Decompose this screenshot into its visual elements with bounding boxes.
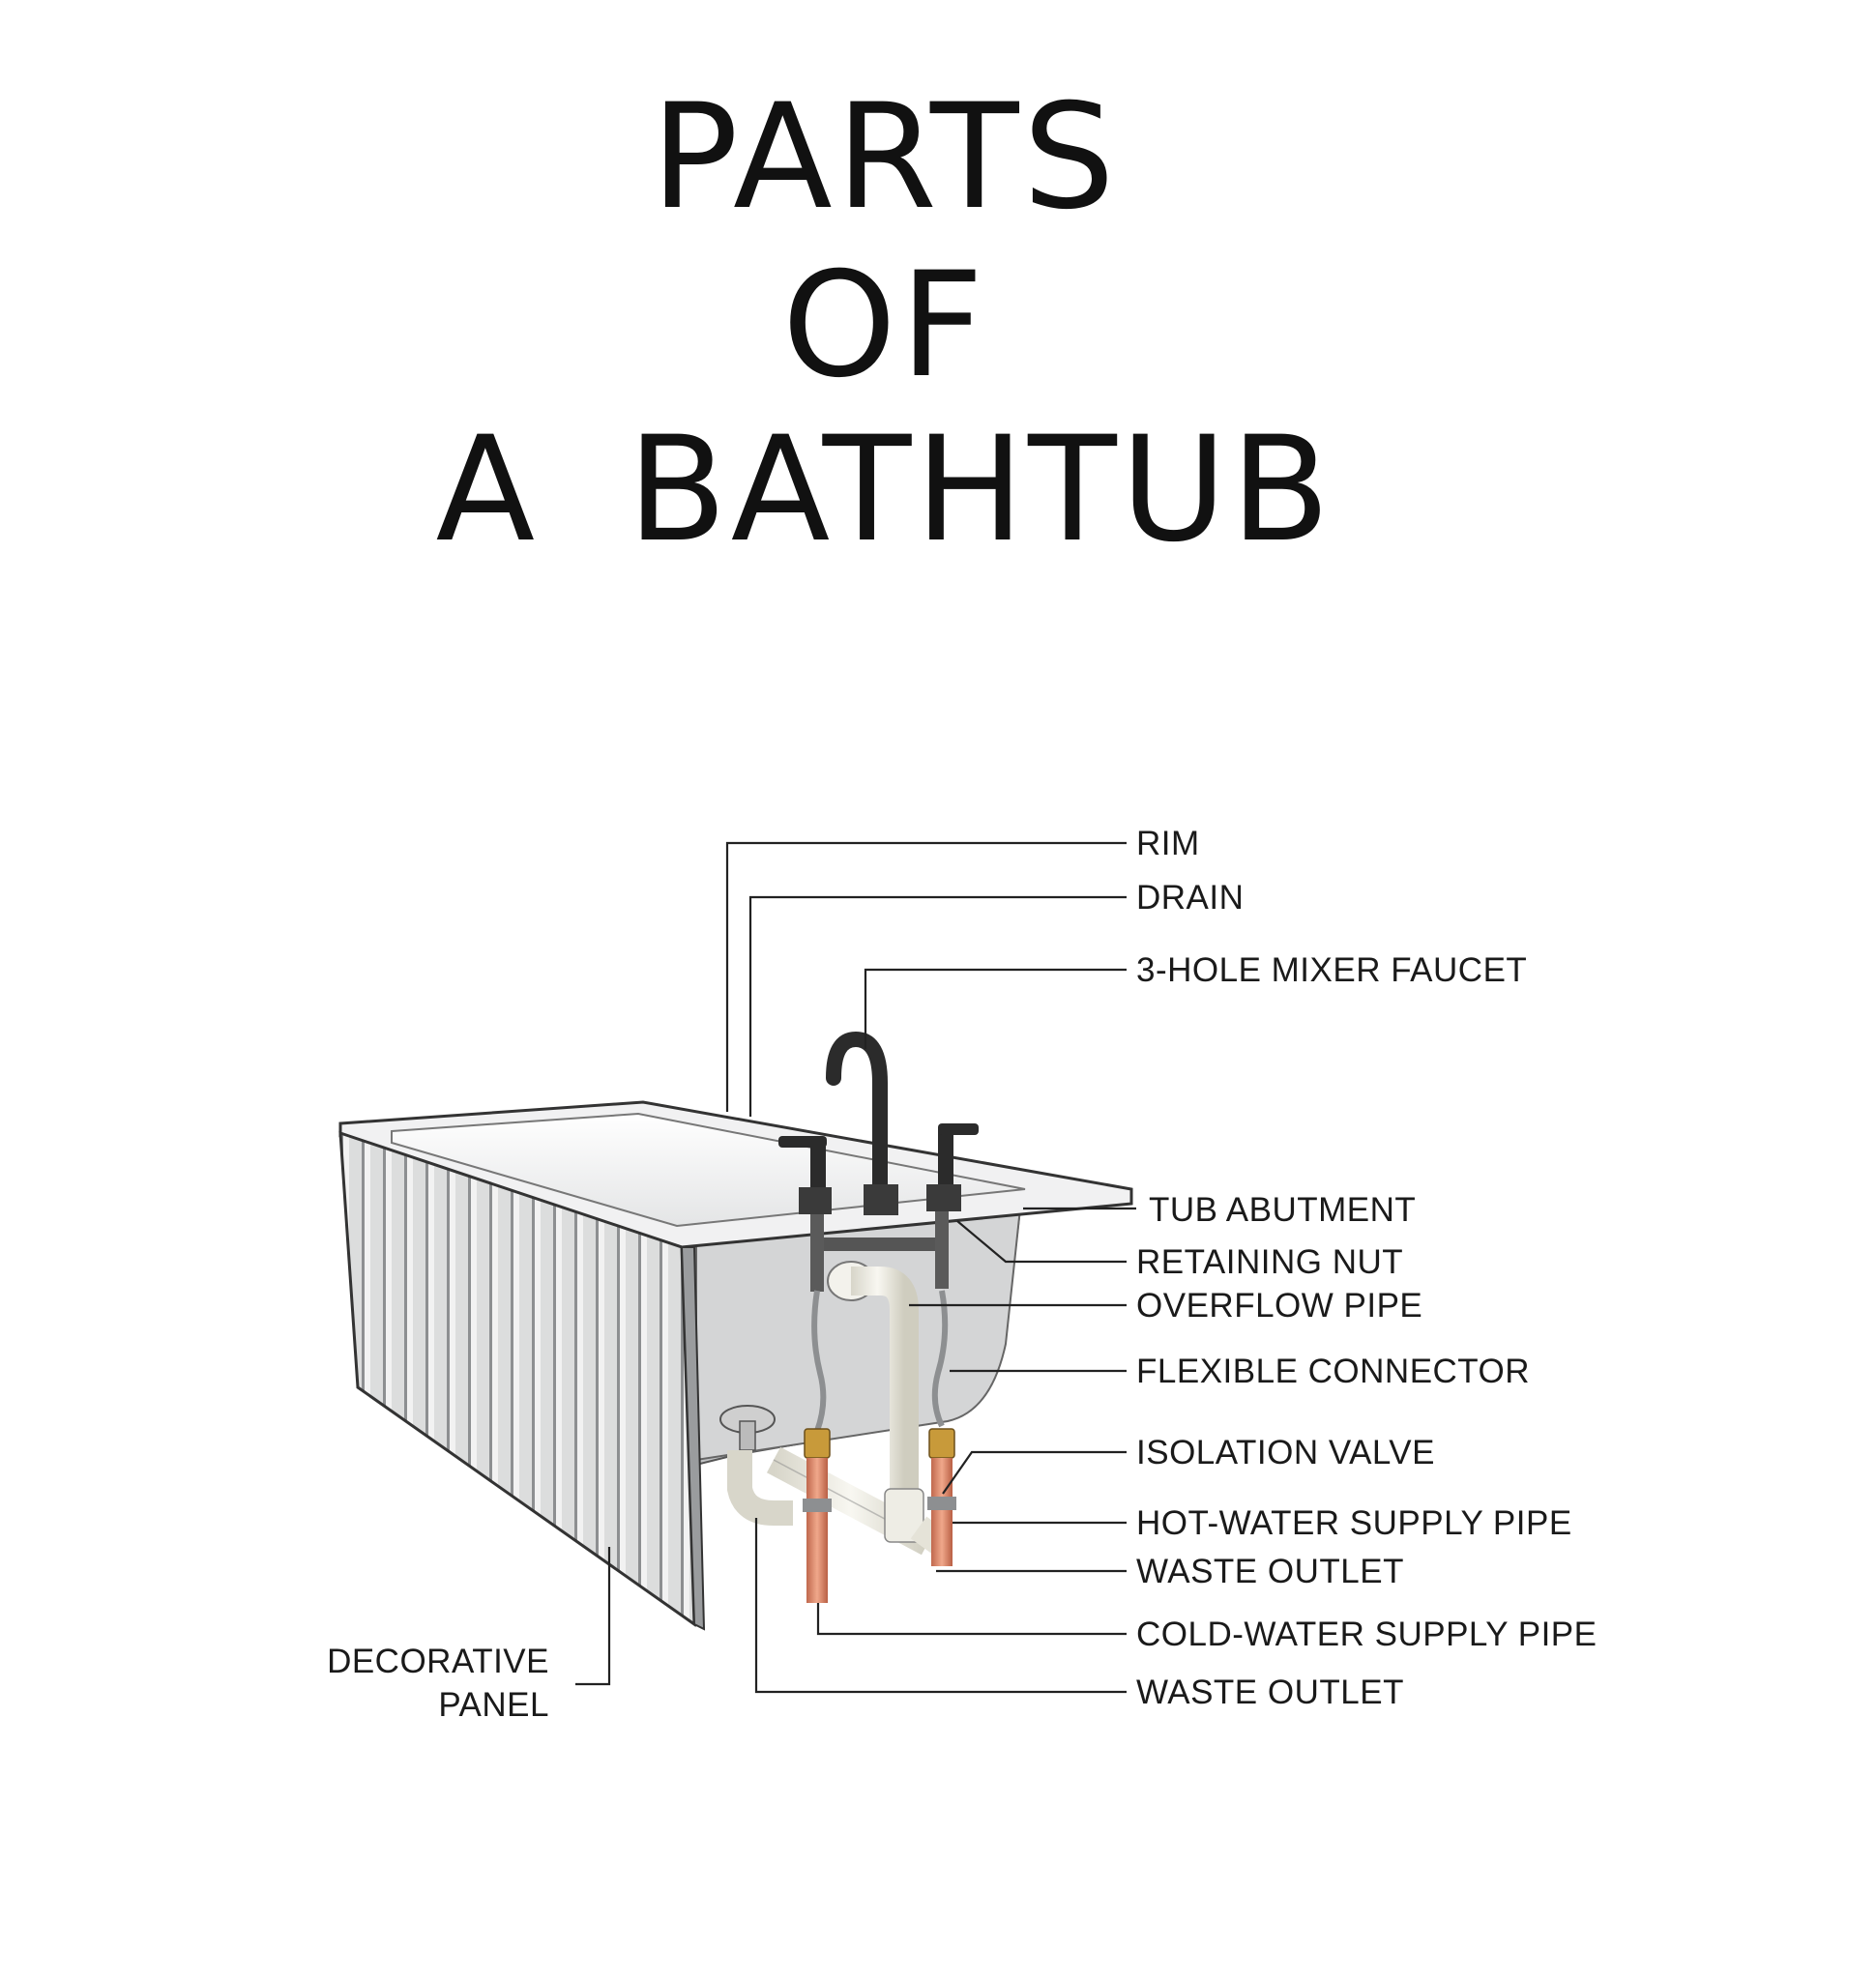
part-labels: RIM DRAIN 3-HOLE MIXER FAUCET TUB ABUTME… — [327, 825, 1597, 1724]
label-decorative-panel-line2: PANEL — [438, 1686, 549, 1724]
label-overflow-pipe: OVERFLOW PIPE — [1136, 1287, 1422, 1325]
label-rim: RIM — [1136, 825, 1200, 862]
label-tub-abutment: TUB ABUTMENT — [1149, 1191, 1416, 1229]
supply-lines — [803, 1211, 956, 1603]
label-waste-outlet-2: WASTE OUTLET — [1136, 1674, 1404, 1711]
label-hot-water-supply-pipe: HOT-WATER SUPPLY PIPE — [1136, 1504, 1572, 1542]
title-line-1: PARTS — [651, 73, 1119, 242]
label-cold-water-supply-pipe: COLD-WATER SUPPLY PIPE — [1136, 1616, 1597, 1653]
label-waste-outlet-1: WASTE OUTLET — [1136, 1553, 1404, 1590]
title-line-2: OF — [781, 242, 988, 410]
label-decorative-panel-line1: DECORATIVE — [327, 1643, 549, 1680]
label-retaining-nut: RETAINING NUT — [1136, 1243, 1403, 1281]
label-drain: DRAIN — [1136, 879, 1244, 917]
label-flexible-connector: FLEXIBLE CONNECTOR — [1136, 1353, 1530, 1390]
decorative-panel — [338, 1130, 706, 1631]
label-isolation-valve: ISOLATION VALVE — [1136, 1434, 1435, 1471]
leader-lines — [575, 841, 1136, 1694]
label-faucet: 3-HOLE MIXER FAUCET — [1136, 951, 1527, 989]
mixer-faucet — [778, 1031, 979, 1251]
title-line-3: A BATHTUB — [435, 406, 1334, 574]
